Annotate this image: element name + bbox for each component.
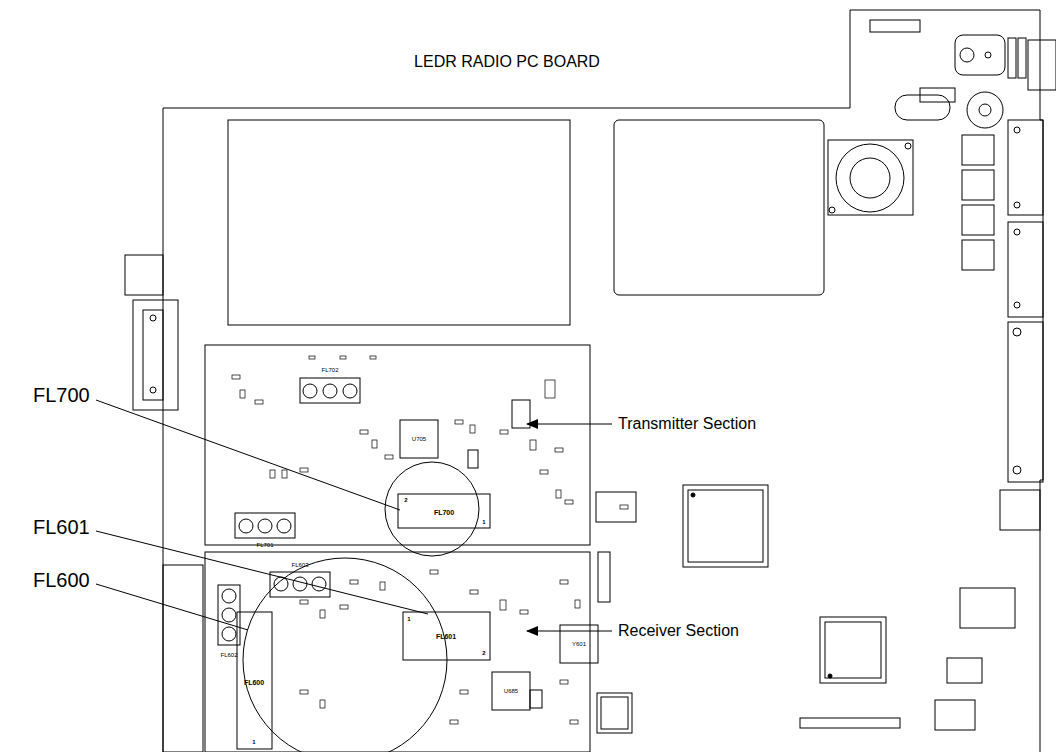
leader-line (96, 531, 428, 614)
shield (228, 120, 570, 325)
transmitter-panel (205, 345, 590, 545)
part-name: FL603 (291, 562, 308, 568)
section-arrow (527, 424, 612, 425)
connector (163, 565, 203, 752)
part-name: FL700 (434, 509, 454, 516)
filter-fl700 (398, 494, 490, 528)
pin-number: 1 (407, 616, 410, 622)
part-name: FL600 (244, 679, 264, 686)
connector (125, 255, 163, 295)
part-name: FL701 (256, 542, 273, 548)
pin-number: 1 (482, 519, 485, 525)
filter-fl600 (237, 612, 272, 749)
pin-number: 2 (482, 650, 485, 656)
connector (133, 300, 178, 410)
part-name: Y601 (572, 641, 586, 647)
part-name: FL702 (321, 367, 338, 373)
receiver-panel (205, 552, 590, 752)
section-arrow (527, 631, 612, 632)
callout-label: FL600 (33, 570, 90, 590)
toroid (836, 144, 904, 212)
section-label: Receiver Section (618, 623, 739, 639)
leader-line (96, 400, 400, 510)
toroid-pad (828, 140, 913, 215)
section-label: Transmitter Section (618, 416, 756, 432)
callout-circle (243, 558, 447, 752)
ic-chip (820, 617, 886, 683)
shield (614, 120, 824, 295)
connector (143, 310, 163, 400)
silkscreen-pads (232, 356, 628, 724)
callout-label: FL700 (33, 385, 90, 405)
part-name: U685 (504, 688, 518, 694)
board-outline (163, 10, 1043, 752)
part-name: FL602 (220, 652, 237, 658)
ic-chip (683, 485, 768, 567)
part-name: U705 (412, 436, 426, 442)
callout-circle (385, 462, 479, 556)
part-name: FL601 (436, 633, 456, 640)
leader-line (96, 584, 248, 630)
pin-number: 2 (404, 497, 407, 503)
board-title: LEDR RADIO PC BOARD (414, 54, 600, 70)
pin-number: 1 (252, 739, 255, 745)
callout-label: FL601 (33, 517, 90, 537)
